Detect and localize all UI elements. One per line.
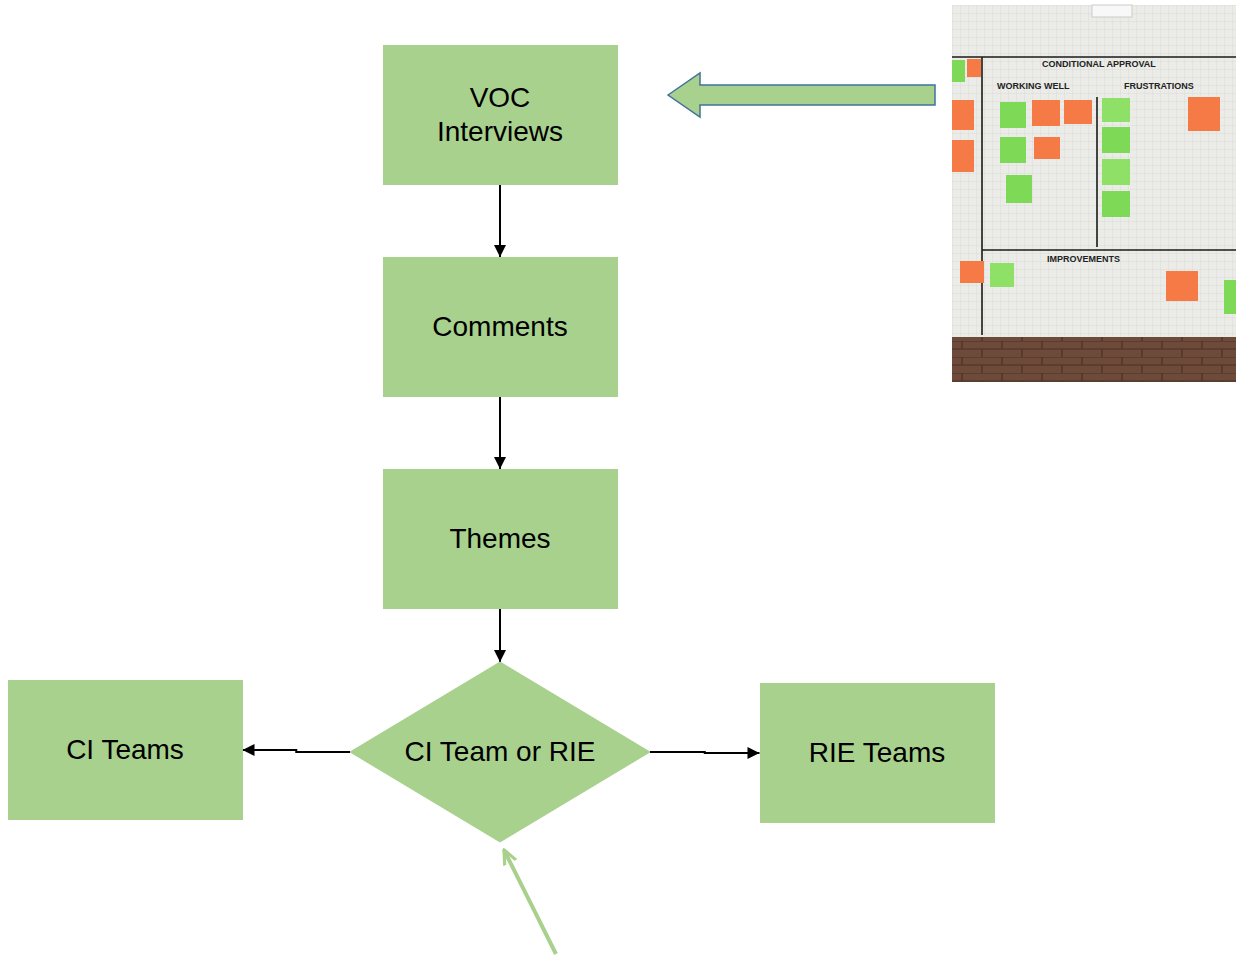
process-box: RIE Teams xyxy=(760,683,995,823)
whiteboard-photo xyxy=(952,5,1236,382)
node-text: Comments xyxy=(432,310,567,344)
node-text: RIE Teams xyxy=(809,736,945,770)
pointer-arrow xyxy=(504,850,556,954)
node-text: CI Teams xyxy=(66,733,184,767)
flow-arrow xyxy=(650,752,760,753)
process-box: Comments xyxy=(383,257,618,397)
paper-sheet xyxy=(952,5,1236,337)
flow-arrow xyxy=(243,750,351,752)
board-heading: FRUSTRATIONS xyxy=(1124,82,1194,92)
board-heading: IMPROVEMENTS xyxy=(1047,255,1120,265)
flow-arrow xyxy=(499,397,501,469)
board-heading: WORKING WELL xyxy=(997,82,1070,92)
node-text: Themes xyxy=(449,522,550,556)
flow-arrow xyxy=(499,185,501,257)
paper-card xyxy=(1092,5,1132,17)
process-box: Themes xyxy=(383,469,618,609)
board-heading: CONDITIONAL APPROVAL xyxy=(1042,60,1156,70)
board-lines xyxy=(952,57,1236,335)
node-text: VOC Interviews xyxy=(420,81,580,148)
node-text: CI Team or RIE xyxy=(405,735,596,769)
sticky-notes xyxy=(952,59,1236,314)
flow-arrow xyxy=(499,609,501,662)
photo-ground xyxy=(952,5,1236,382)
brick-wall xyxy=(952,337,1236,382)
decision-diamond: CI Team or RIE xyxy=(350,662,650,842)
process-box: CI Teams xyxy=(8,680,243,820)
process-box: VOC Interviews xyxy=(383,45,618,185)
paper-grid xyxy=(952,5,1236,337)
diamond-shape xyxy=(350,662,650,842)
block-arrow xyxy=(668,73,935,117)
